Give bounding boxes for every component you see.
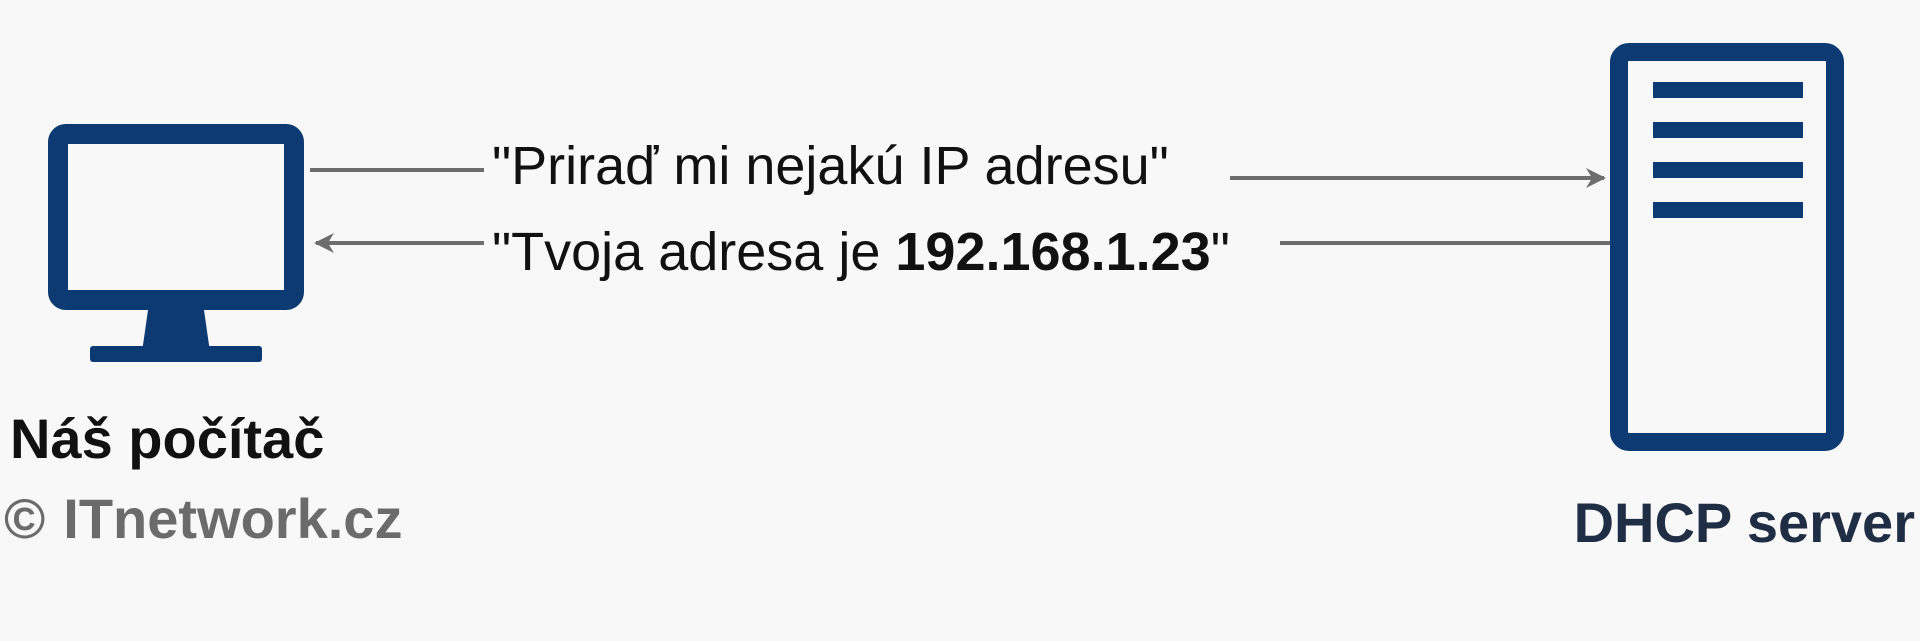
response-message-suffix: ": [1211, 222, 1230, 282]
response-message-prefix: "Tvoja adresa je: [492, 222, 895, 282]
copyright-symbol: ©: [4, 487, 45, 550]
request-message: "Priraď mi nejakú IP adresu": [492, 136, 1169, 196]
server-label: DHCP server: [1574, 491, 1915, 554]
copyright-text: ITnetwork.cz: [63, 487, 402, 550]
computer-monitor-icon: [48, 124, 304, 362]
server-tower-icon: [1610, 43, 1844, 451]
response-message: "Tvoja adresa je 192.168.1.23": [492, 222, 1230, 282]
request-arrow: [310, 168, 1606, 188]
response-message-ip: 192.168.1.23: [895, 222, 1210, 282]
client-label: Náš počítač: [10, 407, 324, 470]
copyright-watermark: © ITnetwork.cz: [4, 487, 402, 550]
